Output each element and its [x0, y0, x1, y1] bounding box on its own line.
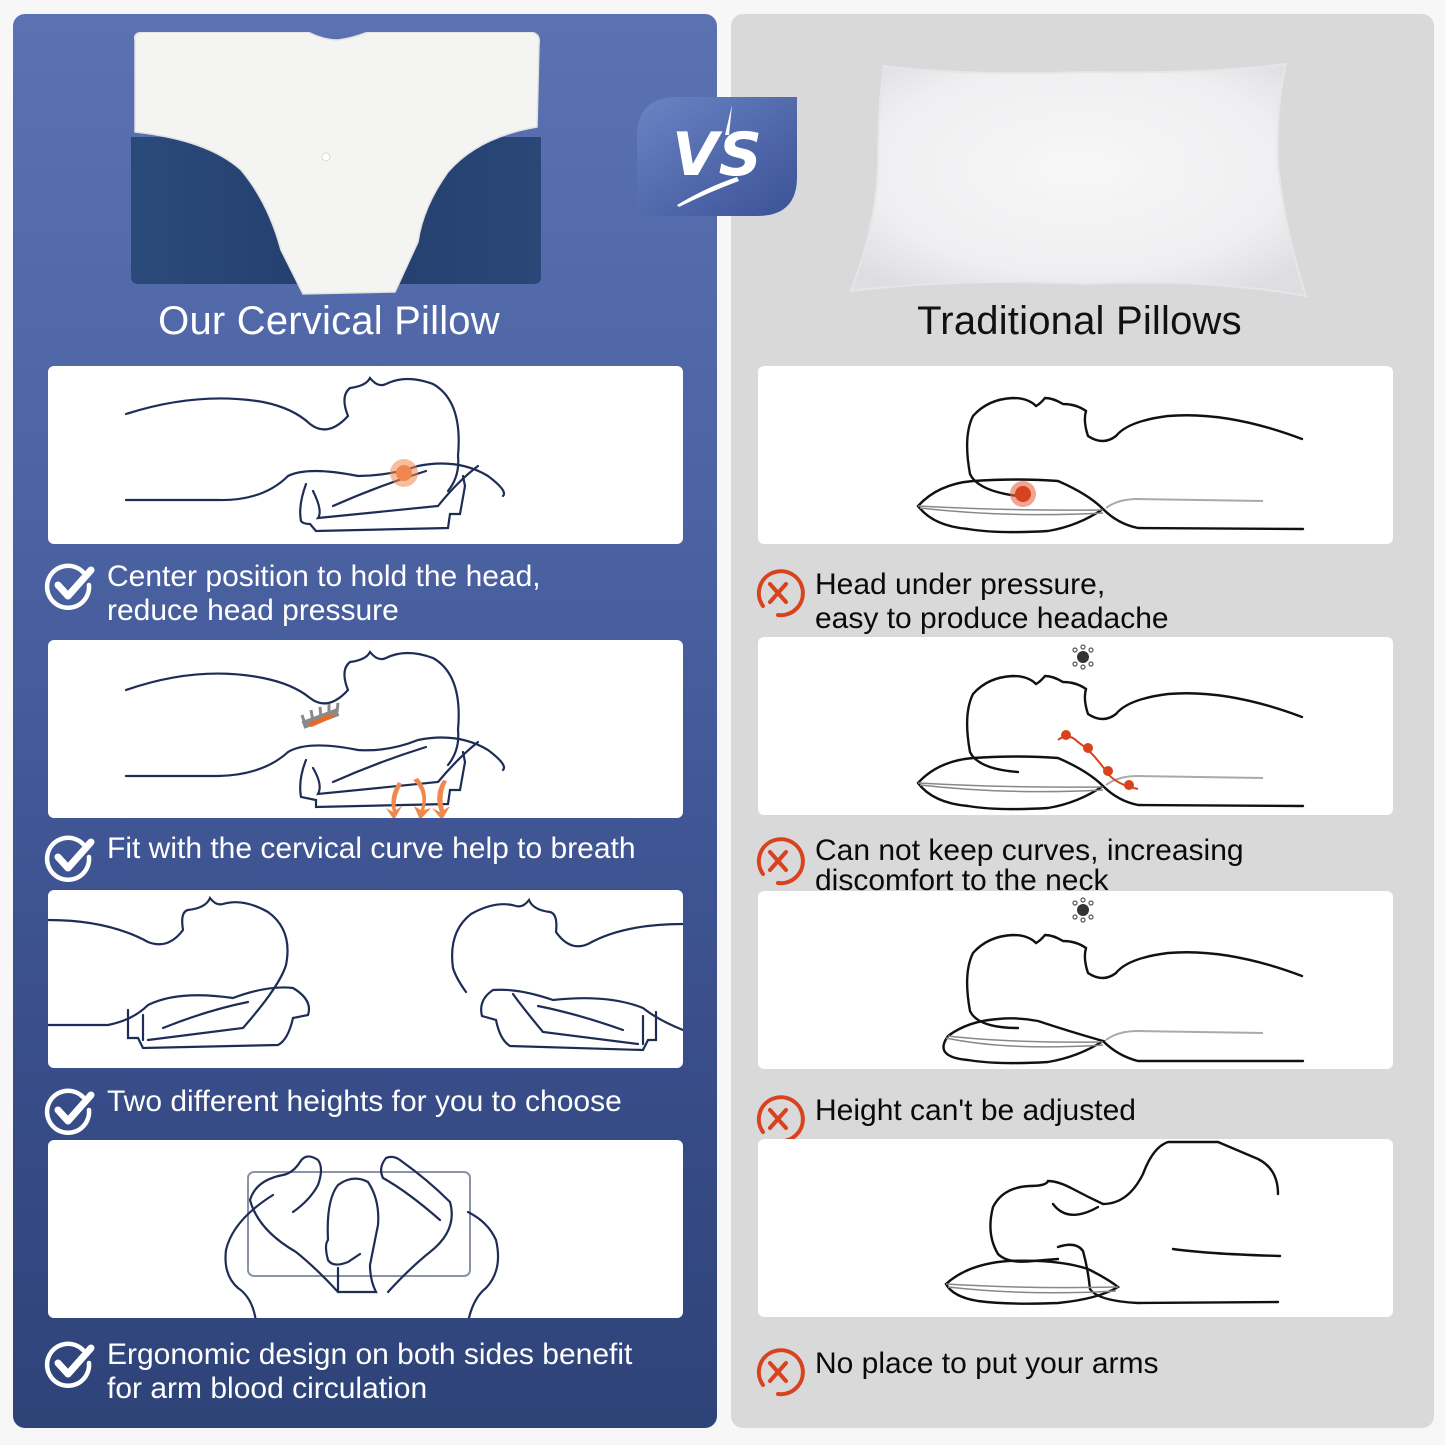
feature-line: Center position to hold the head, [107, 560, 541, 593]
feature-cervical-curve: Fit with the cervical curve help to brea… [43, 832, 636, 884]
cervical-pillow-image [131, 32, 541, 295]
cervical-curve-breath-illustration [124, 649, 506, 818]
feature-line: discomfort to the neck [815, 864, 1109, 897]
illustration-card-no-arm-space [758, 1139, 1393, 1317]
two-heights-illustration [48, 895, 683, 1052]
illustration-card-ergonomic-arms [48, 1140, 683, 1318]
feature-neck-curve: Can not keep curves, increasing discomfo… [751, 836, 1244, 896]
traditional-pillow-title: Traditional Pillows [917, 299, 1242, 343]
headache-virus-icon [1072, 644, 1094, 670]
feature-line: Can not keep curves, increasing [815, 834, 1244, 867]
feature-text: Height can't be adjusted [815, 1094, 1136, 1128]
traditional-pillow-panel: Traditional Pillows Head under pressure,… [731, 14, 1434, 1428]
illustration-card-head-pressure [758, 366, 1393, 544]
feature-text: No place to put your arms [815, 1347, 1159, 1381]
feature-line: Ergonomic design on both sides benefit [107, 1338, 633, 1371]
illustration-card-cervical-curve [48, 640, 683, 818]
feature-line: Head under pressure, [815, 568, 1106, 601]
head-on-cervical-pillow-illustration [124, 375, 506, 533]
feature-text: Head under pressure, easy to produce hea… [815, 568, 1169, 636]
feature-text: Can not keep curves, increasing discomfo… [815, 836, 1244, 896]
illustration-card-center-position [48, 366, 683, 544]
feature-center-position: Center position to hold the head, reduce… [43, 560, 541, 628]
check-circle-icon [44, 1088, 95, 1136]
illustration-card-fixed-height [758, 891, 1393, 1069]
feature-line: for arm blood circulation [107, 1372, 428, 1405]
feature-line: Height can't be adjusted [815, 1094, 1136, 1127]
x-circle-icon [756, 569, 805, 618]
check-circle-icon [44, 1341, 95, 1389]
side-sleeper-no-arm-space-illustration [944, 1140, 1282, 1305]
feature-line: Fit with the cervical curve help to brea… [107, 832, 636, 865]
feature-text: Fit with the cervical curve help to brea… [107, 832, 636, 866]
vs-badge: VS [637, 97, 797, 216]
check-circle-icon [44, 835, 95, 883]
fixed-height-pillow-illustration [942, 897, 1305, 1065]
feature-head-pressure: Head under pressure, easy to produce hea… [751, 568, 1169, 636]
feature-line: Two different heights for you to choose [107, 1085, 622, 1118]
neck-curve-misaligned-illustration [916, 644, 1305, 811]
cervical-pillow-title: Our Cervical Pillow [158, 299, 500, 343]
feature-line: No place to put your arms [815, 1347, 1159, 1380]
feature-text: Two different heights for you to choose [107, 1085, 622, 1119]
head-on-flat-pillow-illustration [916, 396, 1305, 534]
headache-virus-icon [1072, 897, 1094, 923]
arms-around-pillow-illustration [224, 1155, 500, 1318]
feature-line: easy to produce headache [815, 602, 1169, 635]
traditional-pillow-image [849, 62, 1308, 298]
illustration-card-neck-curve [758, 637, 1393, 815]
x-circle-icon [756, 1348, 805, 1397]
feature-ergonomic-arms: Ergonomic design on both sides benefit f… [43, 1338, 632, 1406]
vs-label: VS [672, 120, 762, 190]
vertebrae-icon [300, 702, 340, 729]
cervical-pillow-panel: Our Cervical Pillow Center position to h… [13, 14, 717, 1428]
feature-text: Center position to hold the head, reduce… [107, 560, 541, 628]
feature-fixed-height: Height can't be adjusted [751, 1094, 1136, 1146]
feature-two-heights: Two different heights for you to choose [43, 1085, 622, 1137]
airflow-arrows-icon [386, 778, 450, 818]
check-circle-icon [44, 563, 95, 611]
illustration-card-two-heights [48, 890, 683, 1068]
feature-text: Ergonomic design on both sides benefit f… [107, 1338, 632, 1406]
x-circle-icon [756, 1095, 805, 1144]
feature-no-arm-space: No place to put your arms [751, 1347, 1159, 1399]
feature-line: reduce head pressure [107, 594, 399, 627]
x-circle-icon [756, 837, 805, 886]
